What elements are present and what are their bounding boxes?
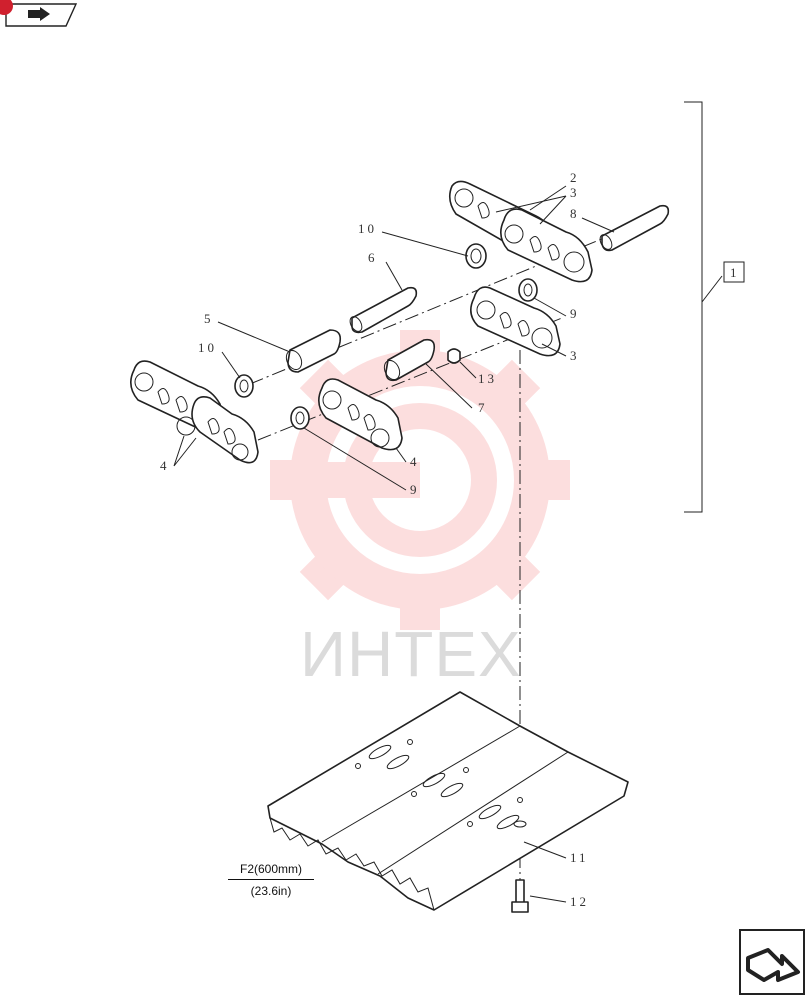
spacer-part-9-upper	[518, 278, 538, 302]
callout-3-middle: 3	[570, 348, 580, 363]
leader-13	[459, 361, 477, 379]
seal-part-10-upper	[465, 243, 487, 269]
link-part-3-middle	[470, 286, 561, 357]
assembly-bracket	[684, 101, 703, 513]
leader-3a	[495, 195, 567, 225]
callout-8: 8	[570, 206, 580, 221]
assembly-leader	[701, 275, 723, 303]
nut-part-13	[447, 348, 461, 364]
bushing-part-5	[285, 329, 342, 373]
leader-8	[581, 217, 615, 233]
seal-part-10-lower	[234, 374, 254, 398]
next-page-arrow-icon	[739, 929, 805, 995]
leader-7	[425, 363, 473, 409]
link-part-3-upper	[500, 208, 593, 283]
bolt-part-12	[511, 879, 529, 913]
callout-7: 7	[478, 400, 488, 415]
spacer-part-9-lower	[290, 406, 310, 430]
leader-9b	[303, 427, 407, 491]
next-page-button[interactable]	[738, 928, 806, 996]
callout-10-upper: 10	[358, 221, 377, 236]
link-part-4-center	[318, 378, 403, 451]
callout-13: 13	[478, 371, 497, 386]
pin-part-8	[599, 204, 670, 252]
callout-6: 6	[368, 250, 378, 265]
assembly-label-box	[723, 261, 745, 283]
figure-label: F2(600mm)	[239, 862, 302, 876]
callout-5: 5	[204, 311, 214, 326]
bushing-part-7	[383, 338, 436, 382]
callout-12: 12	[570, 894, 589, 909]
leader-4b	[395, 447, 407, 463]
callout-4-left: 4	[160, 458, 170, 473]
leader-12	[529, 895, 567, 903]
track-shoe-part-11	[267, 691, 629, 911]
leader-10a	[381, 231, 469, 257]
callout-9-upper: 9	[570, 306, 580, 321]
callout-9-lower: 9	[410, 482, 420, 497]
callout-2: 2	[570, 170, 580, 185]
callout-11: 11	[570, 850, 589, 865]
leader-4a	[173, 435, 197, 467]
callout-3-upper: 3	[570, 185, 580, 200]
callout-4-center: 4	[410, 454, 420, 469]
top-nav-button[interactable]	[0, 0, 80, 30]
nav-arrow-icon	[0, 0, 78, 27]
leader-5	[217, 321, 291, 353]
figure-label-divider	[228, 879, 314, 880]
leader-3b	[541, 343, 567, 357]
leader-6	[385, 261, 403, 291]
pin-part-6	[349, 286, 418, 334]
assembly-label: 1	[730, 265, 740, 280]
leader-2	[529, 185, 567, 211]
figure-sublabel: (23.6in)	[250, 884, 292, 898]
leader-9a	[533, 297, 567, 317]
watermark-text: ИНТЕХ	[300, 618, 522, 690]
leader-10b	[221, 351, 241, 379]
callout-10-lower: 10	[198, 340, 217, 355]
link-part-4-left-b	[191, 396, 259, 464]
leader-11	[523, 841, 567, 859]
